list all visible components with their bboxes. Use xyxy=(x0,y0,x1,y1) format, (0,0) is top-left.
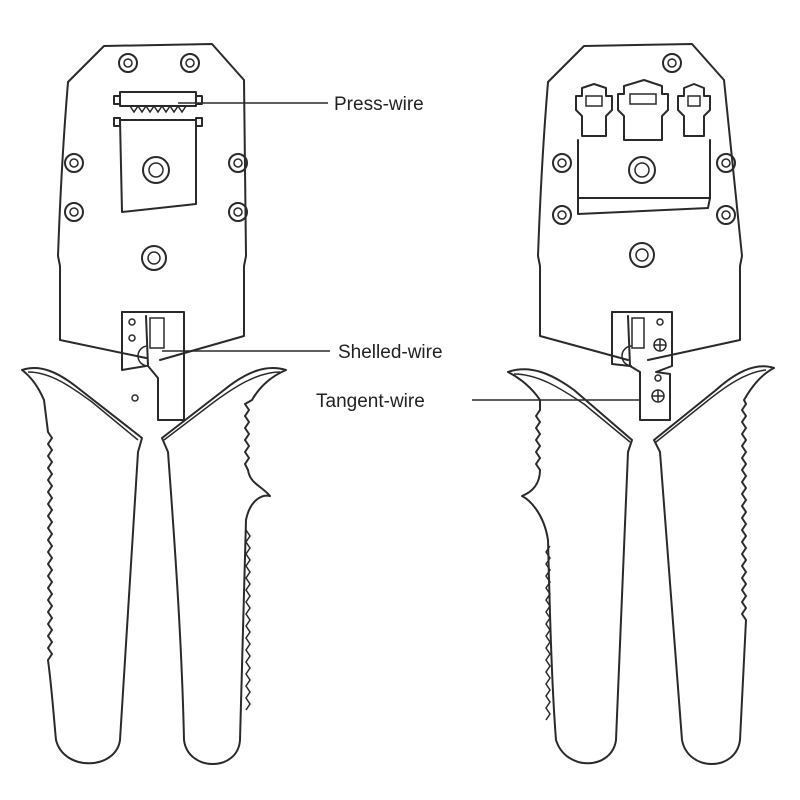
label-press-wire: Press-wire xyxy=(334,94,424,115)
label-shelled-wire: Shelled-wire xyxy=(338,342,443,363)
left-press-die xyxy=(113,91,203,213)
right-cutter-block xyxy=(611,311,673,421)
left-tool-handle-right xyxy=(161,367,287,765)
label-tangent-wire: Tangent-wire xyxy=(316,391,425,412)
callout-tangent-wire: Tangent-wire xyxy=(316,391,640,412)
callout-shelled-wire: Shelled-wire xyxy=(162,342,443,363)
left-crimping-tool xyxy=(21,43,287,765)
left-cutter-block xyxy=(121,311,185,421)
right-tool-holes xyxy=(552,53,736,268)
right-crimping-tool xyxy=(507,43,775,765)
right-crimp-dies xyxy=(575,79,711,215)
right-tool-head xyxy=(537,43,743,361)
left-tool-holes xyxy=(64,53,248,271)
left-tool-handle-left xyxy=(21,367,143,765)
right-tool-handle-right xyxy=(653,365,775,765)
left-tool-head xyxy=(57,43,247,361)
callout-press-wire: Press-wire xyxy=(178,94,424,115)
right-tool-handle-left xyxy=(507,368,633,765)
